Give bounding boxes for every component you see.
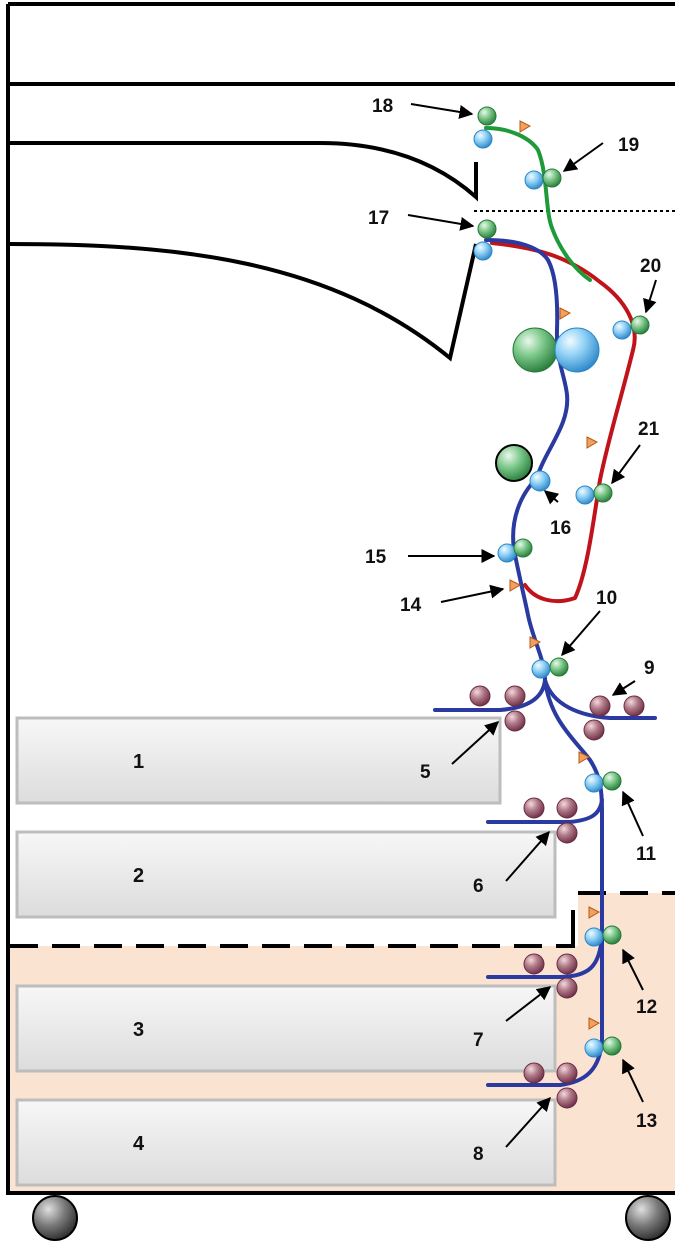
path-to-tray-2: [486, 798, 604, 824]
roller-13-green: [602, 1036, 622, 1056]
machine-frame: [6, 2, 675, 1195]
callout-label-12: 12: [636, 997, 657, 1018]
pickup-roller-8b: [556, 1062, 578, 1084]
fuser-heat-roller: [554, 327, 600, 373]
sensor-icon: [586, 436, 599, 449]
fuser-pressure-roller: [512, 327, 558, 373]
pickup-roller-8c: [556, 1087, 578, 1109]
output-trays: [9, 141, 478, 362]
roller-20-green: [630, 315, 650, 335]
pickup-roller-8a: [523, 1062, 545, 1084]
pickup-roller-7c: [556, 977, 578, 999]
pickup-roller-5a: [469, 685, 491, 707]
roller-11-blue: [584, 773, 604, 793]
callout-label-10: 10: [596, 588, 617, 609]
callout-label-7: 7: [473, 1030, 484, 1051]
roller-10-blue: [531, 659, 551, 679]
transfer-roller: [495, 444, 533, 482]
tray-1-label: 1: [133, 751, 144, 773]
callout-label-14: 14: [400, 595, 422, 616]
callout-arrows: [407, 103, 657, 1148]
callout-labels: 5 6 7 8 9 10 11 12 13 14 15 16 17 18 19 …: [365, 96, 661, 1165]
roller-20-blue: [612, 320, 632, 340]
callout-label-21: 21: [638, 419, 660, 440]
tray-2: [15, 830, 557, 919]
roller-17-blue: [473, 241, 493, 261]
pickup-rollers: [469, 685, 645, 1109]
exit-path: [484, 126, 592, 282]
callout-label-5: 5: [420, 762, 431, 783]
paper-trays: 1 2 3 4: [15, 716, 557, 1187]
pickup-roller-6a: [523, 797, 545, 819]
roller-10-green: [549, 657, 569, 677]
path-to-tray-3: [486, 933, 604, 979]
roller-17-green: [477, 219, 497, 239]
roller-15-green: [513, 538, 533, 558]
pickup-roller-5c: [504, 710, 526, 732]
roller-18-blue: [473, 129, 493, 149]
pickup-roller-9c: [583, 719, 605, 741]
sensor-icon: [519, 120, 532, 133]
pickup-roller-6b: [556, 797, 578, 819]
callout-label-6: 6: [473, 876, 484, 897]
callout-label-8: 8: [473, 1144, 484, 1165]
roller-11-green: [602, 771, 622, 791]
tray-4-label: 4: [133, 1133, 145, 1155]
pickup-roller-9a: [589, 695, 611, 717]
roller-12-green: [602, 925, 622, 945]
pickup-roller-6c: [556, 822, 578, 844]
caster-right: [625, 1195, 671, 1241]
main-paper-path: [484, 238, 570, 682]
sensor-icon: [529, 636, 542, 649]
pickup-roller-9b: [623, 695, 645, 717]
callout-label-9: 9: [644, 658, 655, 679]
sensor-icon: [578, 751, 591, 764]
callout-label-13: 13: [636, 1111, 657, 1132]
sensors: [509, 120, 601, 1030]
roller-13-blue: [584, 1038, 604, 1058]
tray-2-label: 2: [133, 865, 144, 887]
pickup-roller-5b: [504, 685, 526, 707]
roller-19-blue: [524, 170, 544, 190]
duplex-path: [490, 241, 637, 604]
tray-1: [15, 716, 502, 805]
sensor-icon: [509, 579, 522, 592]
callout-label-18: 18: [372, 96, 393, 117]
tray-4: [15, 1098, 557, 1187]
roller-21-blue: [575, 485, 595, 505]
tray-3-label: 3: [133, 1019, 144, 1041]
callout-label-17: 17: [368, 208, 389, 229]
sensor-icon: [588, 906, 601, 919]
callout-label-16: 16: [550, 518, 571, 539]
roller-19-green: [542, 168, 562, 188]
optional-unit-divider: [10, 891, 675, 948]
callout-label-15: 15: [365, 547, 387, 568]
main-path-to-tray-1: [433, 678, 547, 712]
callout-label-20: 20: [640, 256, 661, 277]
callout-label-19: 19: [618, 135, 639, 156]
roller-pairs: [473, 106, 650, 1058]
caster-left: [32, 1195, 78, 1241]
roller-21-green: [593, 483, 613, 503]
sensor-icon: [588, 1017, 601, 1030]
roller-15-blue: [497, 543, 517, 563]
callout-label-11: 11: [636, 844, 657, 865]
tray-3: [15, 984, 557, 1073]
sensor-icon: [559, 307, 572, 320]
roller-12-blue: [584, 927, 604, 947]
roller-16-blue: [529, 470, 551, 492]
pickup-roller-7a: [523, 953, 545, 975]
roller-18-green: [477, 106, 497, 126]
pickup-roller-7b: [556, 953, 578, 975]
